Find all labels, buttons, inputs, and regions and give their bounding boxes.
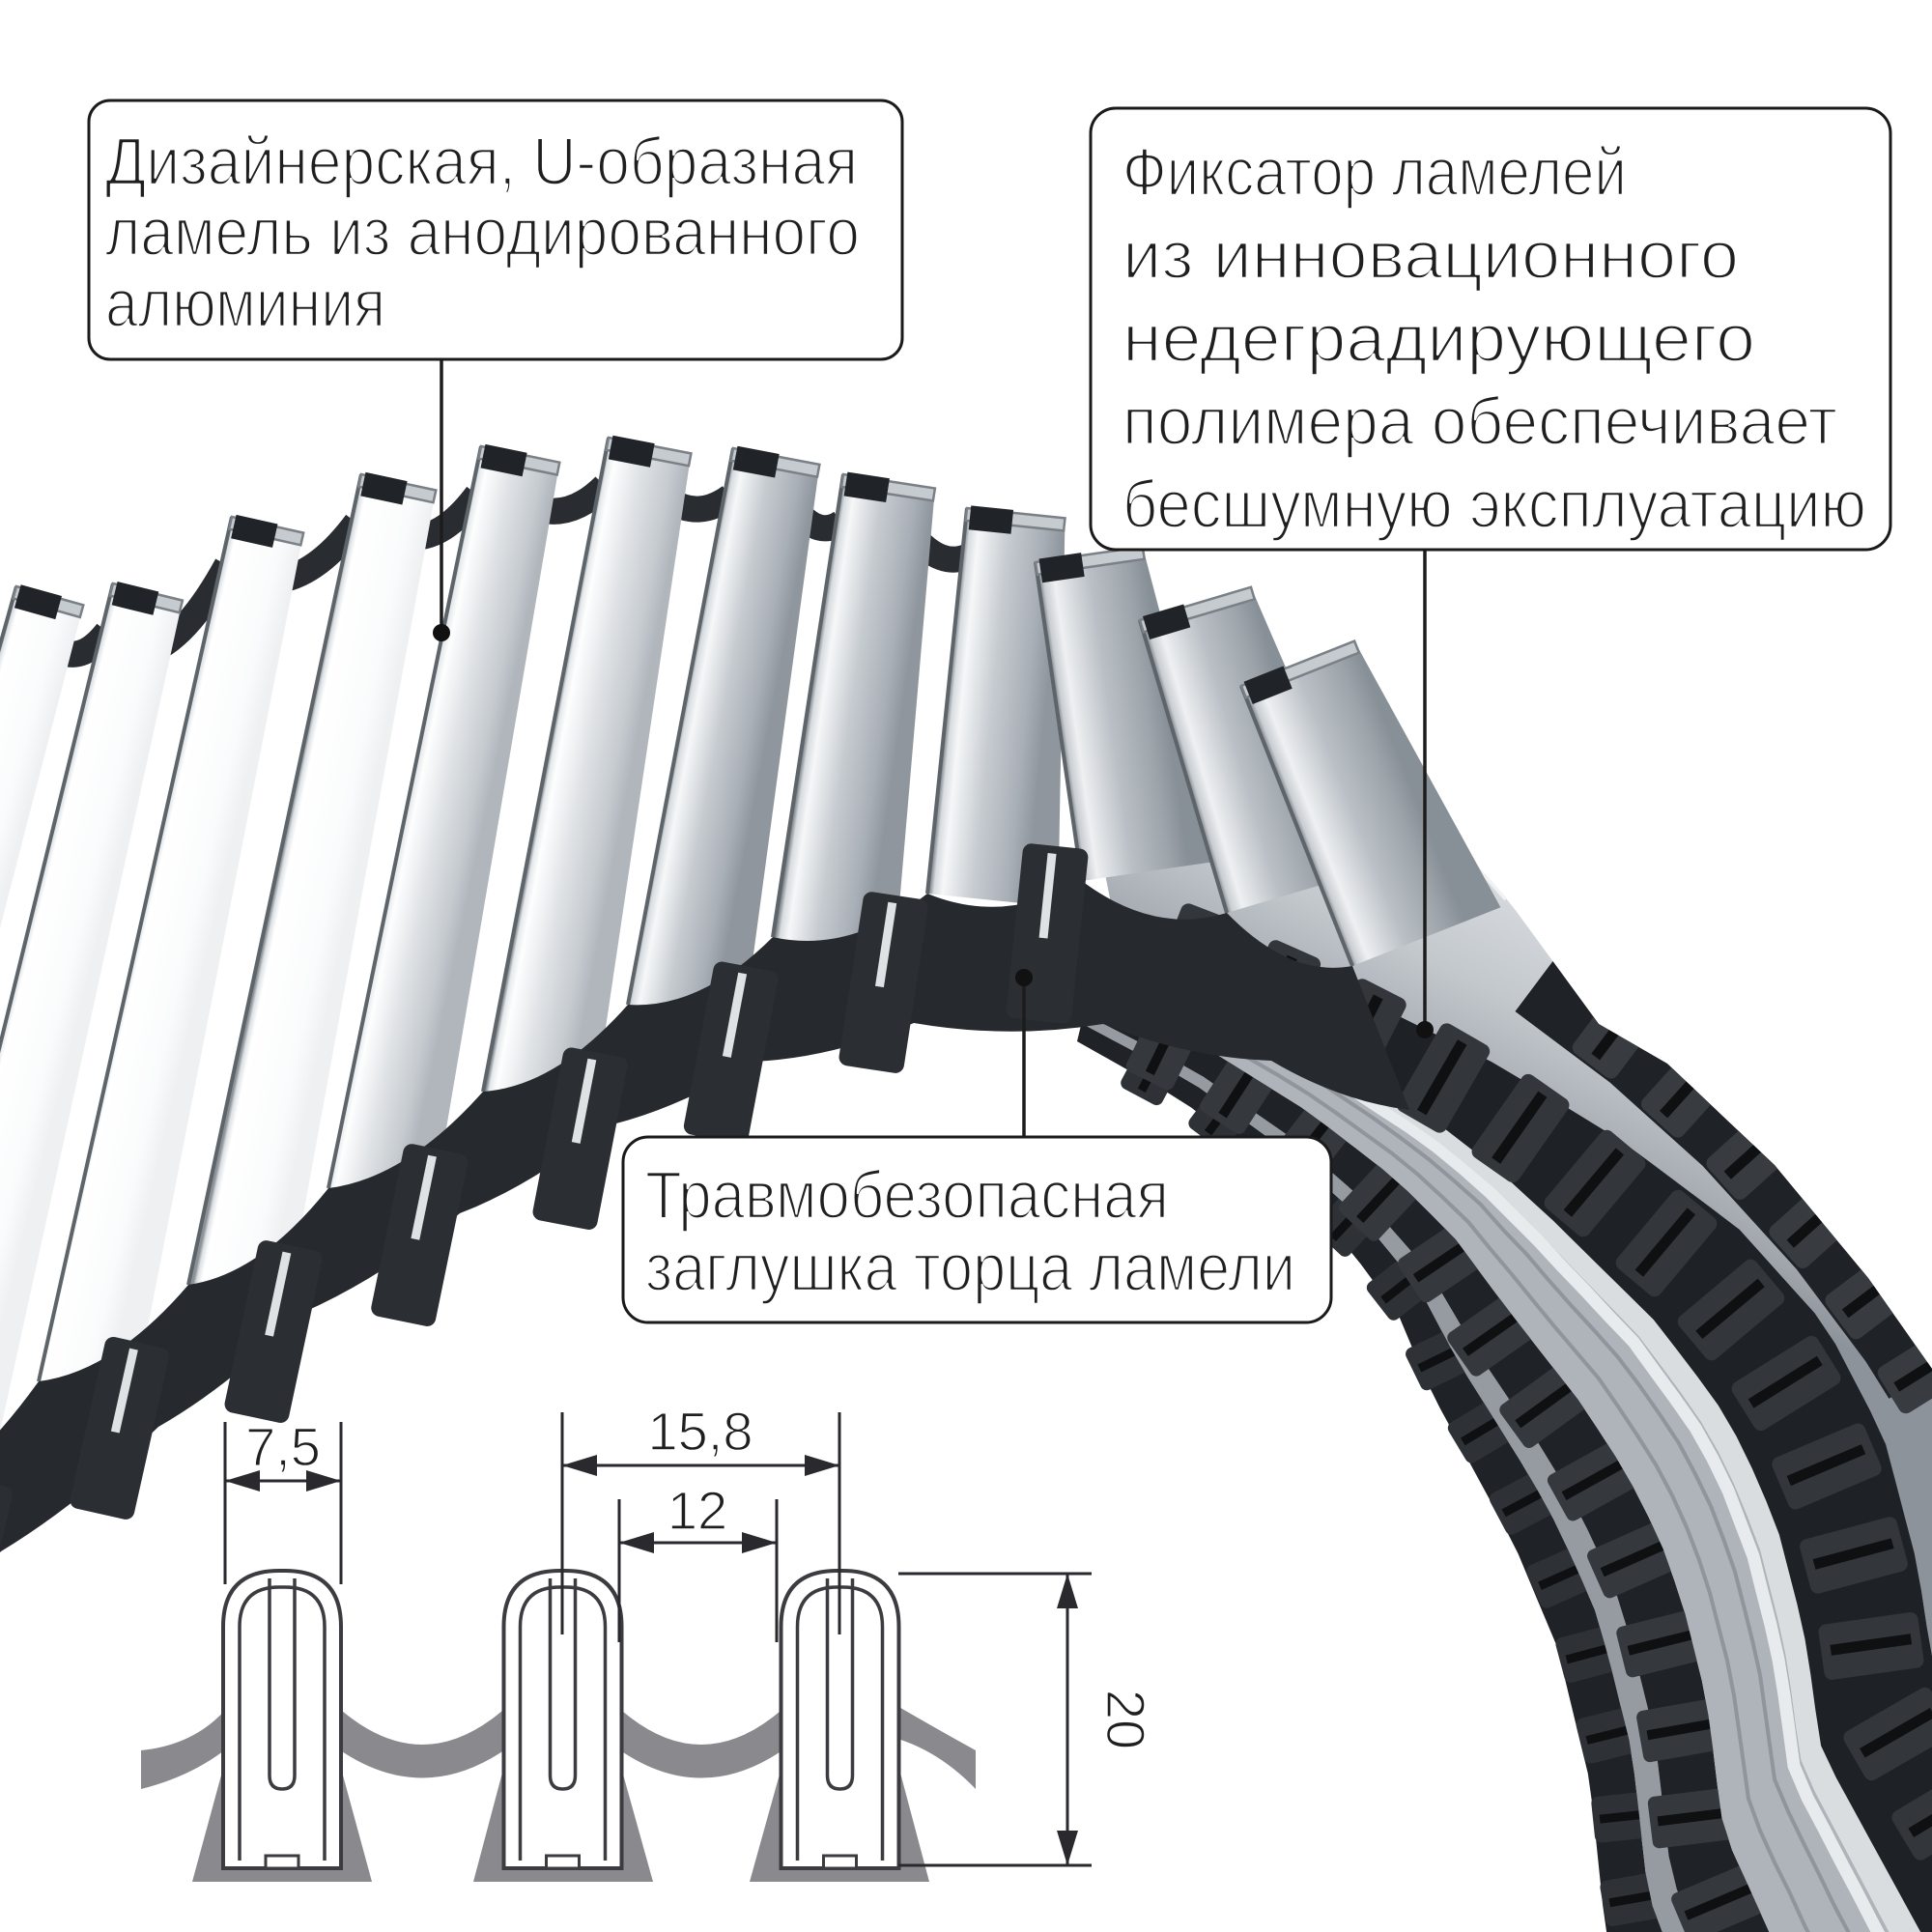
svg-text:20: 20 bbox=[1095, 1690, 1156, 1749]
svg-text:из инновационного: из инновационного bbox=[1122, 217, 1739, 293]
svg-text:полимера обеспечивает: полимера обеспечивает bbox=[1122, 384, 1837, 459]
svg-text:недеградирующего: недеградирующего bbox=[1122, 300, 1755, 376]
svg-text:12: 12 bbox=[668, 1480, 727, 1541]
svg-text:Фиксатор ламелей: Фиксатор ламелей bbox=[1122, 134, 1627, 210]
svg-text:заглушка торца ламели: заглушка торца ламели bbox=[645, 1230, 1295, 1305]
svg-text:Травмобезопасная: Травмобезопасная bbox=[645, 1157, 1169, 1233]
svg-text:15,8: 15,8 bbox=[648, 1401, 753, 1462]
svg-text:ламель из анодированного: ламель из анодированного bbox=[105, 194, 860, 270]
svg-text:алюминия: алюминия bbox=[105, 266, 385, 341]
svg-text:7,5: 7,5 bbox=[245, 1416, 321, 1477]
svg-text:Дизайнерская, U-образная: Дизайнерская, U-образная bbox=[105, 124, 858, 199]
svg-text:бесшумную эксплуатацию: бесшумную эксплуатацию bbox=[1122, 467, 1866, 542]
